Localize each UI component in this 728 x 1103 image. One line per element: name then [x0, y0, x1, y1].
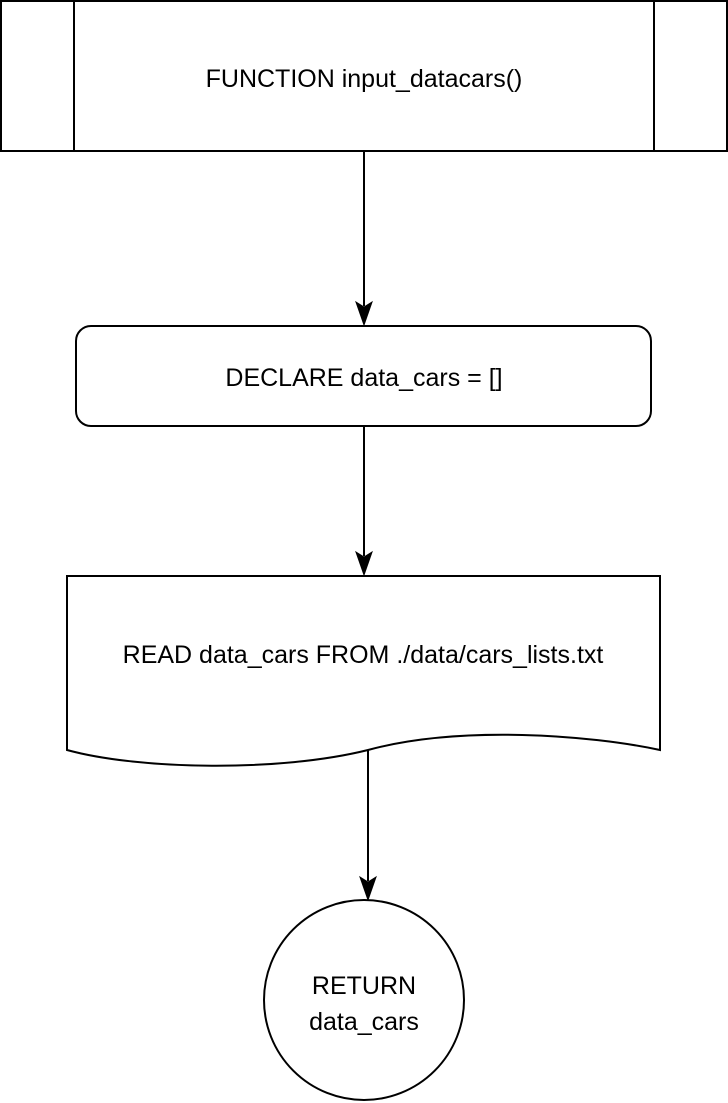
- return-node-circle: [263, 899, 465, 1101]
- read-node-document-shape: [66, 575, 661, 767]
- arrowhead-icon: [355, 300, 373, 327]
- edge-read-to-return: [359, 750, 377, 902]
- arrowhead-icon: [359, 875, 377, 902]
- arrowhead-icon: [355, 550, 373, 577]
- function-node-box: [0, 0, 728, 152]
- function-node: FUNCTION input_datacars(): [0, 0, 728, 152]
- return-node-label-line2: data_cars: [309, 1008, 419, 1036]
- read-node: READ data_cars FROM ./data/cars_lists.tx…: [66, 575, 661, 767]
- edge-declare-to-read: [355, 426, 373, 577]
- read-node-label: READ data_cars FROM ./data/cars_lists.tx…: [123, 641, 604, 669]
- declare-node-label: DECLARE data_cars = []: [225, 364, 502, 392]
- declare-node: DECLARE data_cars = []: [75, 325, 652, 427]
- function-node-label: FUNCTION input_datacars(): [206, 65, 523, 93]
- return-node: RETURN data_cars: [263, 899, 465, 1101]
- return-node-label-line1: RETURN: [312, 972, 416, 1000]
- edge-function-to-declare: [355, 151, 373, 327]
